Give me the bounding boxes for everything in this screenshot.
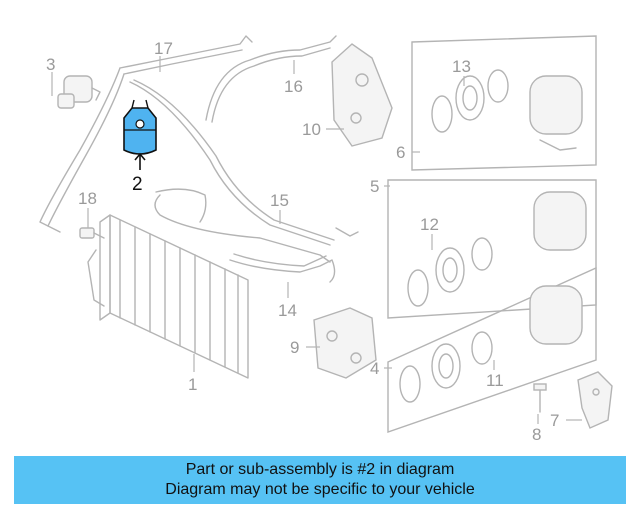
- info-banner: Part or sub-assembly is #2 in diagram Di…: [14, 456, 626, 504]
- bracket-9: [313, 307, 377, 379]
- bolt-8: [533, 383, 547, 413]
- callout-15: 15: [270, 191, 289, 210]
- condenser: [87, 214, 249, 379]
- callout-10: 10: [302, 120, 321, 139]
- callout-16: 16: [284, 77, 303, 96]
- pressure-switch-3: [57, 75, 101, 109]
- callout-13: 13: [452, 57, 471, 76]
- callout-14: 14: [278, 301, 297, 320]
- callout-18: 18: [78, 189, 97, 208]
- callout-3: 3: [46, 55, 55, 74]
- receiver-drier-part-2: [123, 99, 157, 155]
- callout-1: 1: [188, 375, 197, 394]
- callout-6: 6: [396, 143, 405, 162]
- callout-4: 4: [370, 359, 379, 378]
- compressor-assembly-box-4: [387, 266, 597, 433]
- compressor-bracket-10: [331, 43, 393, 147]
- callout-2-highlighted: 2: [132, 174, 143, 195]
- leader-lines: [51, 56, 582, 424]
- callout-11: 11: [486, 371, 504, 390]
- callout-8: 8: [532, 425, 541, 444]
- parts-diagram: 3 17 16 10 18 15 14 9 1 6 5 4 13 12 11 8…: [39, 35, 613, 444]
- banner-line-1: Part or sub-assembly is #2 in diagram: [185, 461, 455, 478]
- callout-17: 17: [154, 39, 173, 58]
- callout-5: 5: [370, 177, 379, 196]
- refrigerant-lines: [39, 35, 359, 283]
- fitting-18: [79, 227, 105, 239]
- callout-7: 7: [550, 411, 559, 430]
- compressor-assembly-box-6: [411, 35, 597, 171]
- banner-line-2: Diagram may not be specific to your vehi…: [165, 481, 475, 498]
- bracket-7: [577, 371, 613, 429]
- callout-12: 12: [420, 215, 439, 234]
- callout-9: 9: [290, 338, 299, 357]
